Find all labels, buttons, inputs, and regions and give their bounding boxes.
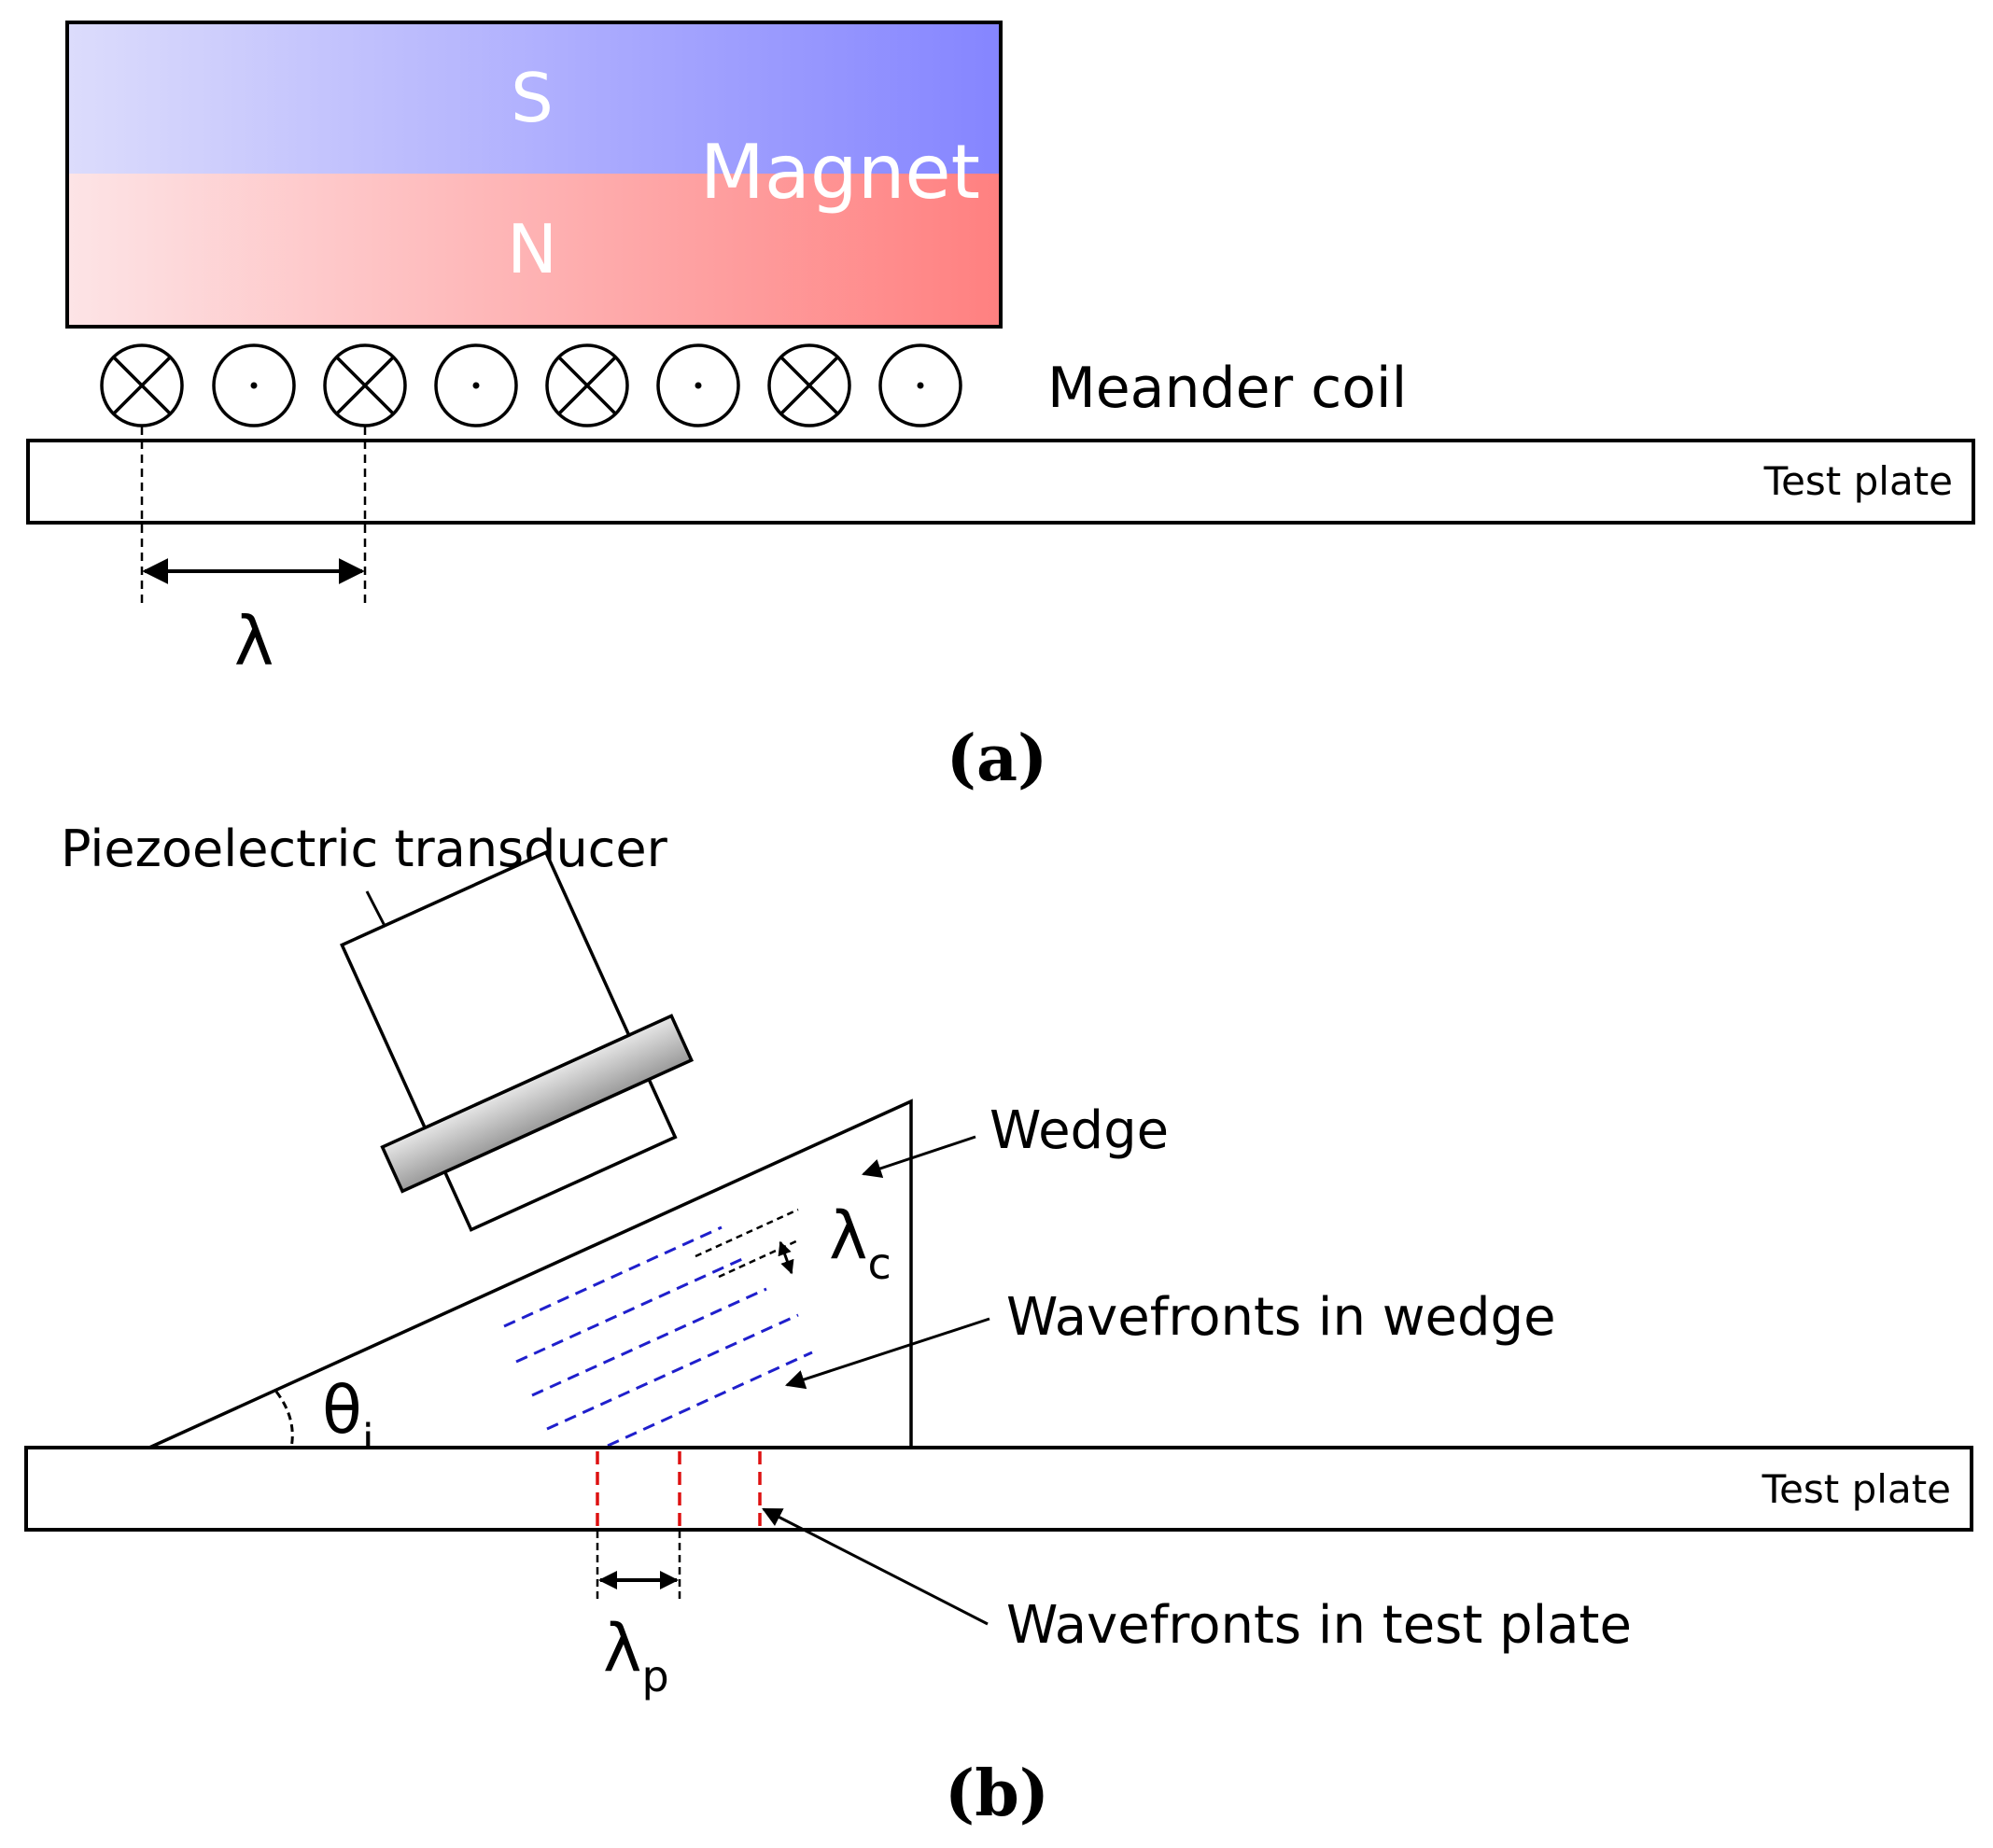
wedge-label: Wedge	[989, 1100, 1169, 1161]
caption-b: (b)	[945, 1757, 1049, 1831]
magnet: S N Magnet	[65, 21, 1003, 329]
lambda-dimension	[140, 427, 367, 605]
lambda-symbol: λ	[234, 602, 274, 680]
meander-coil	[100, 343, 962, 427]
plate-wavefronts	[596, 1451, 762, 1527]
coil-cross-3	[545, 343, 629, 427]
wavefronts-plate-pointer	[762, 1507, 989, 1626]
lambda-p-dimension	[596, 1531, 681, 1603]
wavefronts-wedge-pointer	[785, 1317, 990, 1390]
piezoelectric-transducer	[340, 850, 695, 1232]
panel-b: Piezoelectric transducer Wedge λc Wavefr…	[24, 819, 1973, 1831]
test-plate-a-label: Test plate	[1763, 458, 1953, 504]
pole-s-label: S	[511, 59, 554, 137]
lambda-p-symbol: λp	[603, 1610, 669, 1701]
transducer-housing	[340, 850, 632, 1130]
pole-n-label: N	[507, 210, 557, 288]
wavefronts-plate-label: Wavefronts in test plate	[1006, 1595, 1632, 1656]
lambda-c-symbol: λc	[829, 1197, 891, 1289]
magnet-label: Magnet	[700, 129, 980, 216]
transducer-label: Piezoelectric transducer	[61, 819, 668, 878]
coil-cross-4	[767, 343, 851, 427]
magnet-outline	[65, 21, 1003, 329]
panel-a: S N Magnet	[26, 21, 1975, 796]
magnet-south-pole	[67, 22, 1001, 174]
coil-cross-2	[323, 343, 407, 427]
wedge-pointer	[862, 1135, 976, 1178]
wedge-wavefronts	[503, 1225, 813, 1448]
wavefronts-wedge-label: Wavefronts in wedge	[1006, 1287, 1556, 1348]
theta-angle-arc	[274, 1391, 294, 1449]
caption-a: (a)	[947, 721, 1047, 796]
coil-dot-2	[434, 343, 518, 427]
magnet-north-pole	[67, 174, 1001, 327]
coil-label: Meander coil	[1047, 356, 1407, 421]
coil-dot-1	[212, 343, 296, 427]
test-plate-a	[26, 439, 1975, 525]
coil-dot-3	[656, 343, 740, 427]
test-plate-b-label: Test plate	[1761, 1466, 1951, 1512]
lambda-c-dimension	[695, 1208, 799, 1279]
coil-cross-1	[100, 343, 184, 427]
coil-dot-4	[878, 343, 962, 427]
test-plate-b	[24, 1446, 1973, 1532]
